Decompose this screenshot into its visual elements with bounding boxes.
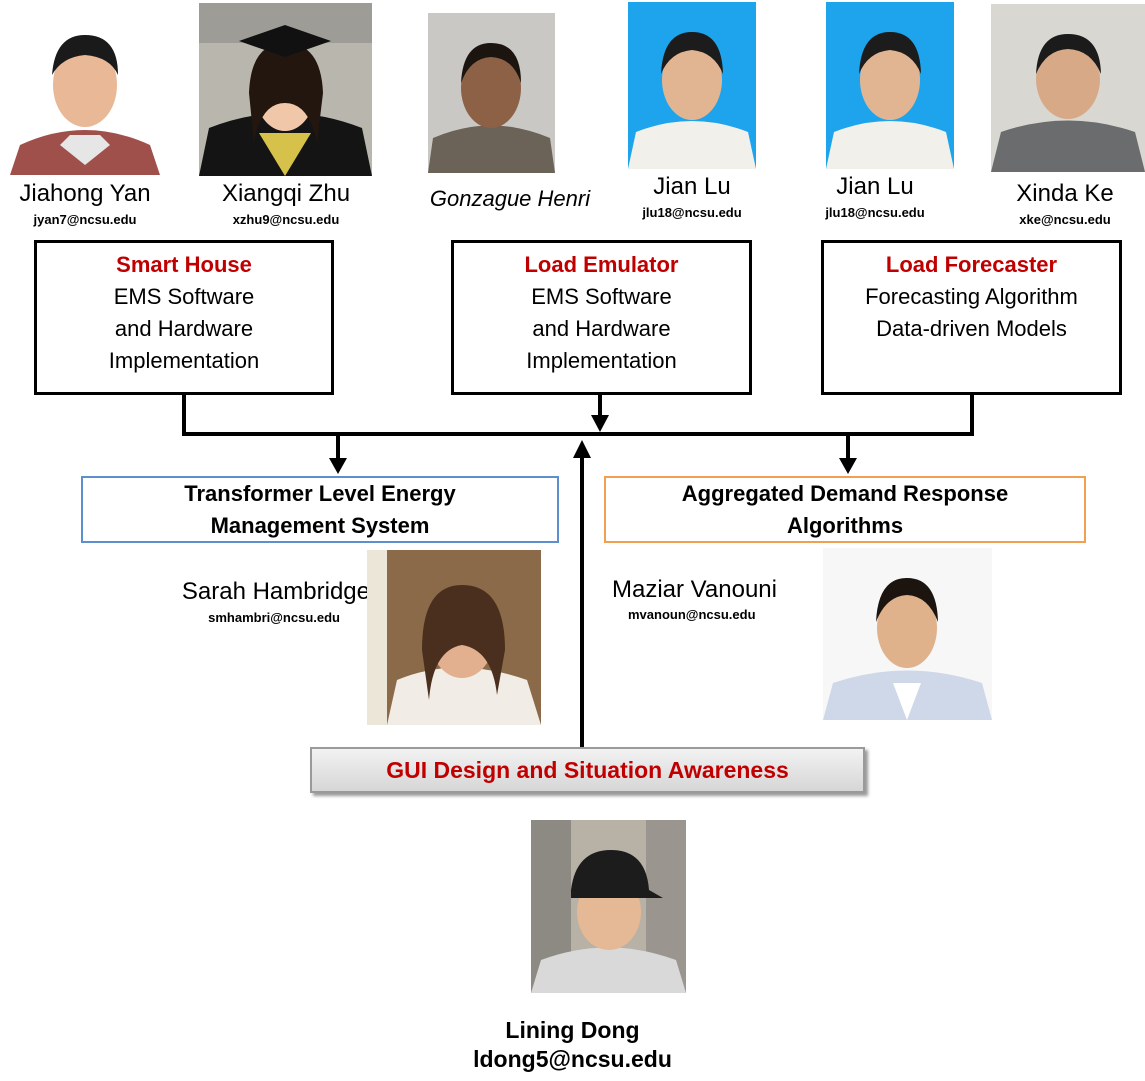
person-email: xzhu9@ncsu.edu — [232, 212, 340, 227]
arrow-head-down-right — [839, 458, 857, 474]
module-smart-house: Smart House EMS Software and Hardware Im… — [34, 240, 334, 395]
person-name: Gonzague Henri — [429, 186, 591, 211]
gui-design-label: GUI Design and Situation Awareness — [386, 757, 789, 783]
person-name: Xiangqi Zhu — [221, 180, 351, 207]
photo-jian-lu-2 — [826, 2, 954, 169]
arrow-head-up-center — [573, 440, 591, 458]
person-name: Sarah Hambridge — [181, 578, 370, 605]
arrow-head-down-center — [591, 415, 609, 432]
person-name: Jian Lu — [653, 173, 731, 200]
photo-maziar-vanouni — [823, 548, 992, 720]
module-line: EMS Software — [531, 284, 672, 309]
person-name: Maziar Vanouni — [612, 576, 777, 603]
gui-design-bar: GUI Design and Situation Awareness — [310, 747, 865, 793]
person-email: jlu18@ncsu.edu — [642, 205, 742, 220]
person-email: ldong5@ncsu.edu — [473, 1046, 672, 1072]
person-email: jyan7@ncsu.edu — [33, 212, 137, 227]
module-title: Load Forecaster — [885, 252, 1058, 277]
person-email: mvanoun@ncsu.edu — [628, 607, 756, 622]
photo-xiangqi-zhu — [199, 3, 372, 176]
system-transformer-ems: Transformer Level Energy Management Syst… — [81, 476, 559, 543]
system-line: Transformer Level Energy — [184, 481, 456, 506]
person-email: jlu18@ncsu.edu — [825, 205, 925, 220]
module-line: Implementation — [108, 348, 260, 373]
photo-lining-dong — [531, 820, 686, 993]
system-line: Aggregated Demand Response — [681, 481, 1009, 506]
person-name: Xinda Ke — [1016, 180, 1114, 207]
arrow-head-down-left — [329, 458, 347, 474]
photo-gonzague-henri — [428, 13, 555, 173]
module-line: Forecasting Algorithm — [865, 284, 1078, 309]
person-email: xke@ncsu.edu — [1019, 212, 1111, 227]
photo-jiahong-yan — [0, 5, 170, 175]
person-name: Lining Dong — [505, 1017, 640, 1043]
module-line: Data-driven Models — [876, 316, 1067, 341]
system-line: Algorithms — [786, 513, 904, 538]
person-name: Jian Lu — [836, 173, 914, 200]
module-load-emulator: Load Emulator EMS Software and Hardware … — [451, 240, 752, 395]
person-email: smhambri@ncsu.edu — [208, 610, 340, 625]
module-title: Load Emulator — [524, 252, 679, 277]
system-aggregated-demand-response: Aggregated Demand Response Algorithms — [604, 476, 1086, 543]
person-name: Jiahong Yan — [19, 180, 151, 207]
module-title: Smart House — [116, 252, 252, 277]
photo-xinda-ke — [991, 4, 1145, 172]
module-line: and Hardware — [532, 316, 671, 341]
photo-sarah-hambridge — [367, 550, 541, 725]
system-line: Management System — [210, 513, 430, 538]
photo-jian-lu-1 — [628, 2, 756, 169]
module-load-forecaster: Load Forecaster Forecasting Algorithm Da… — [821, 240, 1122, 395]
module-line: and Hardware — [114, 316, 254, 341]
module-line: EMS Software — [113, 284, 255, 309]
module-line: Implementation — [526, 348, 677, 373]
